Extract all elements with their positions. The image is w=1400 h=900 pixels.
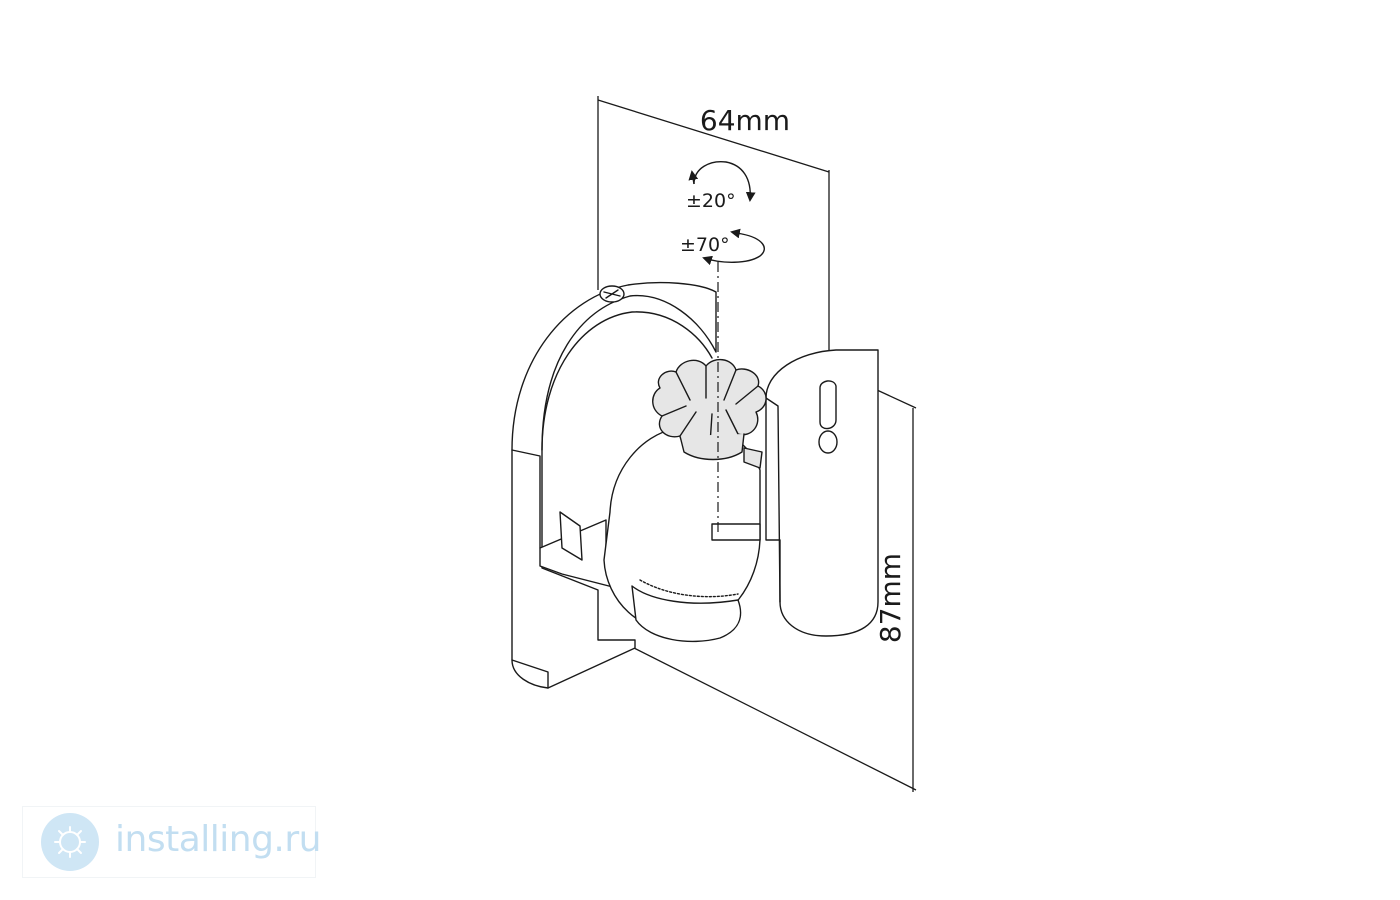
swivel-arrow-icon: [702, 228, 765, 266]
wall-plate-inner-edge: [541, 311, 713, 451]
watermark: installing.ru: [22, 806, 321, 878]
arm-fin: [559, 511, 583, 561]
bracket-drawing: [511, 281, 879, 689]
width-dimension-line: [597, 99, 830, 173]
knob-screw: [743, 447, 763, 469]
watermark-text: installing.ru: [115, 819, 321, 860]
ball-joint-knurl: [639, 579, 739, 598]
speaker-plate-notch: [711, 523, 761, 541]
wall-plate-side: [511, 449, 541, 549]
height-label: 87mm: [874, 553, 907, 643]
wall-plate: [511, 281, 717, 689]
speaker-plate-slot: [819, 380, 837, 430]
height-extension-bottom: [633, 647, 917, 791]
speaker-plate-hole: [818, 430, 838, 454]
screw-icon: [599, 285, 625, 303]
speaker-plate-edge: [765, 397, 781, 603]
swivel-angle-label: ±70°: [680, 234, 730, 256]
knob: [652, 359, 767, 449]
tilt-arrow-icon: [688, 161, 756, 202]
width-label: 64mm: [700, 104, 790, 137]
knob-stem: [679, 433, 745, 461]
tilt-angle-label: ±20°: [686, 190, 736, 212]
ball-joint-lower: [631, 585, 742, 643]
watermark-logo-icon: [41, 813, 99, 871]
width-dimension: [597, 96, 830, 352]
knob-ridges: [661, 365, 759, 445]
wall-plate-bottom-edge: [511, 659, 549, 689]
speaker-plate: [765, 349, 879, 637]
